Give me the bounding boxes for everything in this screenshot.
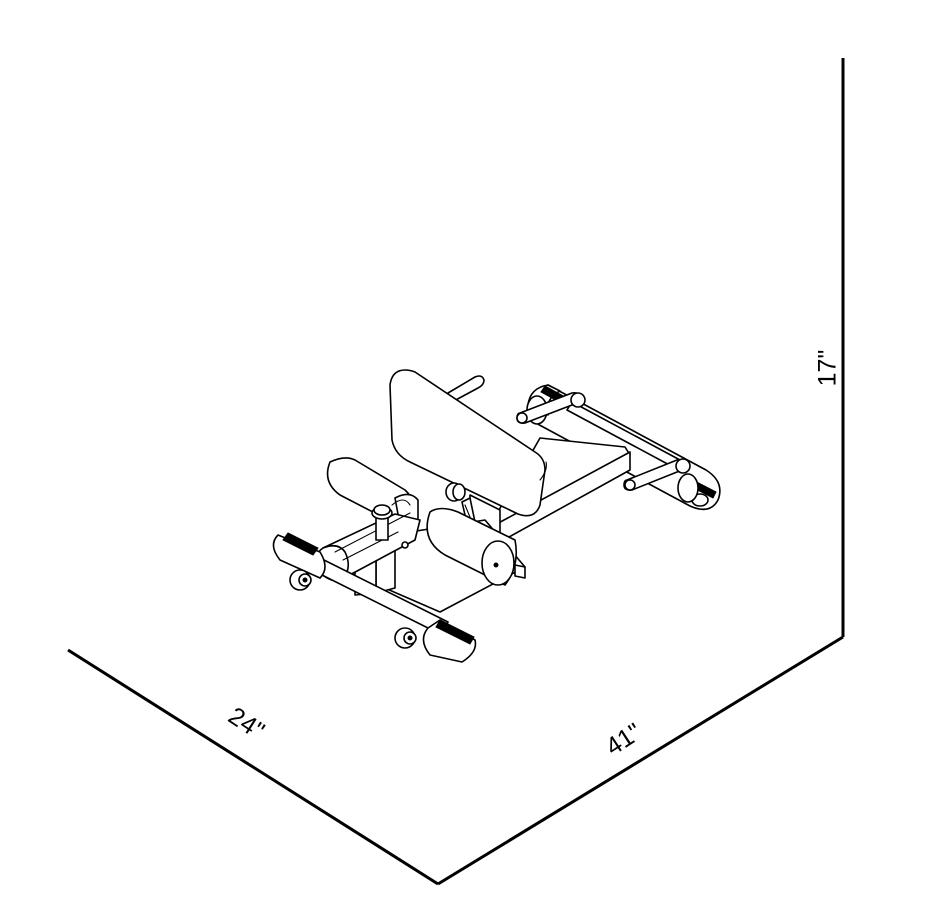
- transport-wheels: [289, 569, 417, 649]
- width-dimension-line: [67, 648, 439, 886]
- back-pad-rear-bar: [447, 375, 485, 403]
- dimension-lines: [67, 58, 845, 886]
- adjustment-knob: [445, 482, 466, 502]
- wheel-right: [394, 627, 417, 649]
- front-stabilizer-base: [272, 532, 477, 663]
- height-dimension-label: 17": [813, 349, 842, 387]
- rear-foot-bars: [516, 392, 691, 491]
- ankle-roller-pad: [426, 507, 518, 586]
- length-dimension-line: [437, 635, 844, 886]
- wheel-left: [289, 569, 312, 591]
- pop-pin: [371, 499, 411, 541]
- bench-illustration: [272, 369, 721, 663]
- back-pad: [389, 369, 547, 517]
